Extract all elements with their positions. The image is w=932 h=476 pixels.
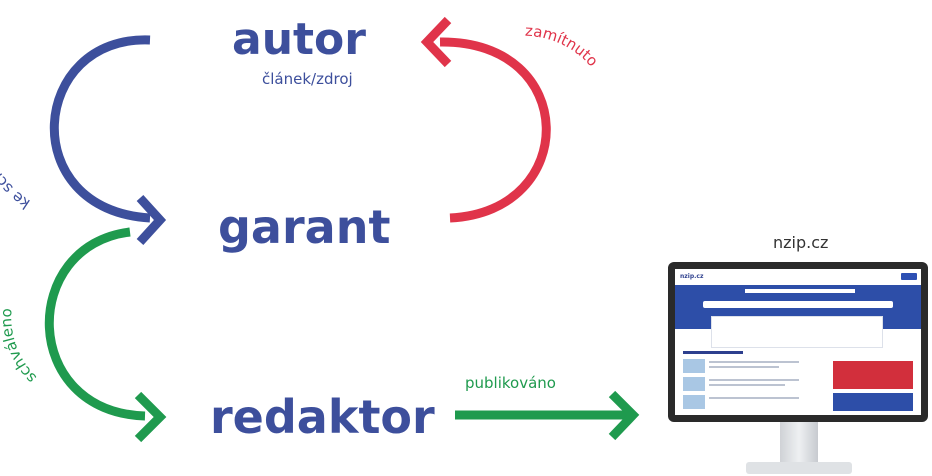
site-article-image — [683, 395, 705, 409]
label-zamitnuto: zamítnuto — [525, 22, 602, 70]
arrowhead-to-autor — [420, 16, 452, 68]
website-name: nzip.cz — [773, 233, 829, 252]
site-logo: nzip.cz — [680, 273, 704, 280]
site-alert-box — [833, 361, 913, 389]
node-garant: garant — [218, 200, 391, 254]
site-text-line — [709, 379, 799, 381]
site-hero-title — [745, 289, 855, 293]
arrowhead-to-garant — [136, 194, 167, 246]
site-section-heading — [683, 351, 743, 354]
website-screenshot: nzip.cz — [675, 269, 921, 415]
label-schvaleno: schváleno — [0, 308, 40, 387]
site-text-line — [709, 361, 799, 363]
label-publikovano: publikováno — [465, 374, 556, 392]
site-text-line — [709, 366, 779, 368]
monitor-bezel: nzip.cz — [668, 262, 928, 422]
label-ke-schvaleni: ke schválení — [0, 123, 33, 212]
site-text-line — [709, 397, 799, 399]
monitor-foot — [746, 462, 852, 474]
monitor-stand — [780, 422, 818, 466]
node-autor-sublabel: článek/zdroj — [262, 70, 353, 88]
site-article-image — [683, 377, 705, 391]
node-autor: autor — [232, 14, 366, 65]
arc-zamitnuto — [439, 37, 551, 223]
arrowhead-to-website — [608, 390, 640, 441]
site-topic-card — [711, 316, 883, 348]
site-article-image — [683, 359, 705, 373]
site-text-line — [709, 384, 785, 386]
node-redaktor: redaktor — [210, 390, 435, 444]
site-header-button — [901, 273, 917, 280]
arc-schvaleno — [44, 227, 146, 421]
arrowhead-to-redaktor — [134, 391, 167, 443]
monitor-illustration: nzip.cz — [668, 262, 930, 476]
site-search-bar — [703, 301, 893, 308]
site-info-box — [833, 393, 913, 411]
arc-ke-schvaleni — [49, 35, 151, 223]
site-header: nzip.cz — [675, 269, 921, 286]
